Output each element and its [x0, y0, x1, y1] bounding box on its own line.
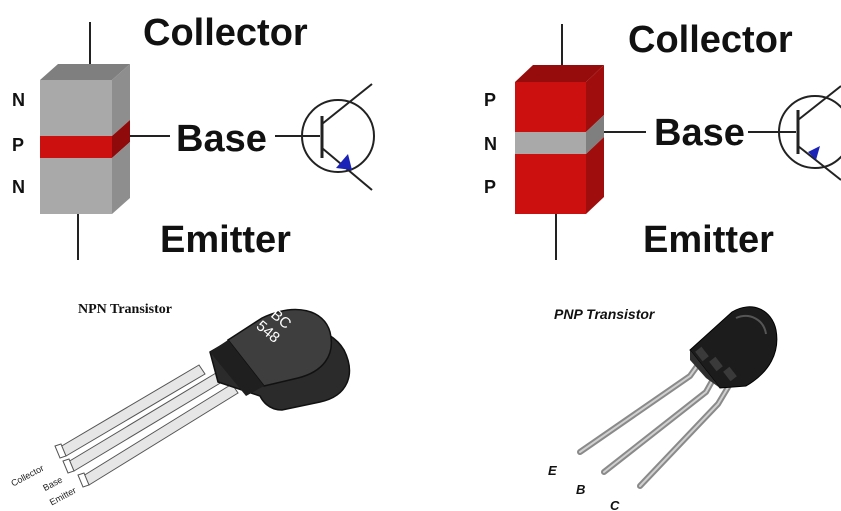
npn-collector-label: Collector	[143, 12, 308, 54]
pnp-collector-label: Collector	[628, 19, 793, 61]
pnp-body	[690, 307, 777, 388]
npn-transistor-illustration: NPN Transistor BC 548 Collector Base	[9, 302, 349, 507]
pnp-layer-label-2: N	[484, 134, 497, 154]
pnp-layer-n	[515, 132, 586, 154]
pnp-layer-label-3: P	[484, 177, 496, 197]
pnp-caption: PNP Transistor	[554, 306, 656, 322]
npn-layer-n-bottom	[40, 158, 112, 214]
npn-leads	[55, 365, 238, 487]
npn-layer-label-2: P	[12, 135, 24, 155]
pnp-pin-c: C	[610, 498, 620, 511]
npn-structure-diagram: N P N Collector Base Emitter	[12, 12, 374, 261]
pnp-leads	[580, 362, 730, 486]
pnp-base-label: Base	[654, 112, 745, 154]
pnp-pin-e: E	[548, 463, 557, 478]
pnp-pin-b: B	[576, 482, 585, 497]
npn-emitter-label: Emitter	[160, 219, 291, 261]
npn-layer-n-top	[40, 80, 112, 136]
pnp-structure-diagram: P N P Collector Base Emitter	[484, 19, 841, 261]
npn-layer-label-3: N	[12, 177, 25, 197]
npn-layer-p	[40, 136, 112, 158]
pnp-transistor-illustration: PNP Transistor E B C	[548, 306, 777, 511]
npn-caption: NPN Transistor	[78, 302, 172, 317]
pnp-emitter-label: Emitter	[643, 219, 774, 261]
pnp-layer-p-bottom	[515, 154, 586, 214]
pnp-layer-p-top	[515, 82, 586, 132]
npn-pin-collector: Collector	[9, 463, 45, 489]
pnp-layer-label-1: P	[484, 90, 496, 110]
npn-layer-label-1: N	[12, 90, 25, 110]
pnp-symbol	[748, 86, 841, 180]
npn-base-label: Base	[176, 118, 267, 160]
npn-pin-base: Base	[41, 475, 64, 493]
npn-symbol	[275, 84, 374, 190]
